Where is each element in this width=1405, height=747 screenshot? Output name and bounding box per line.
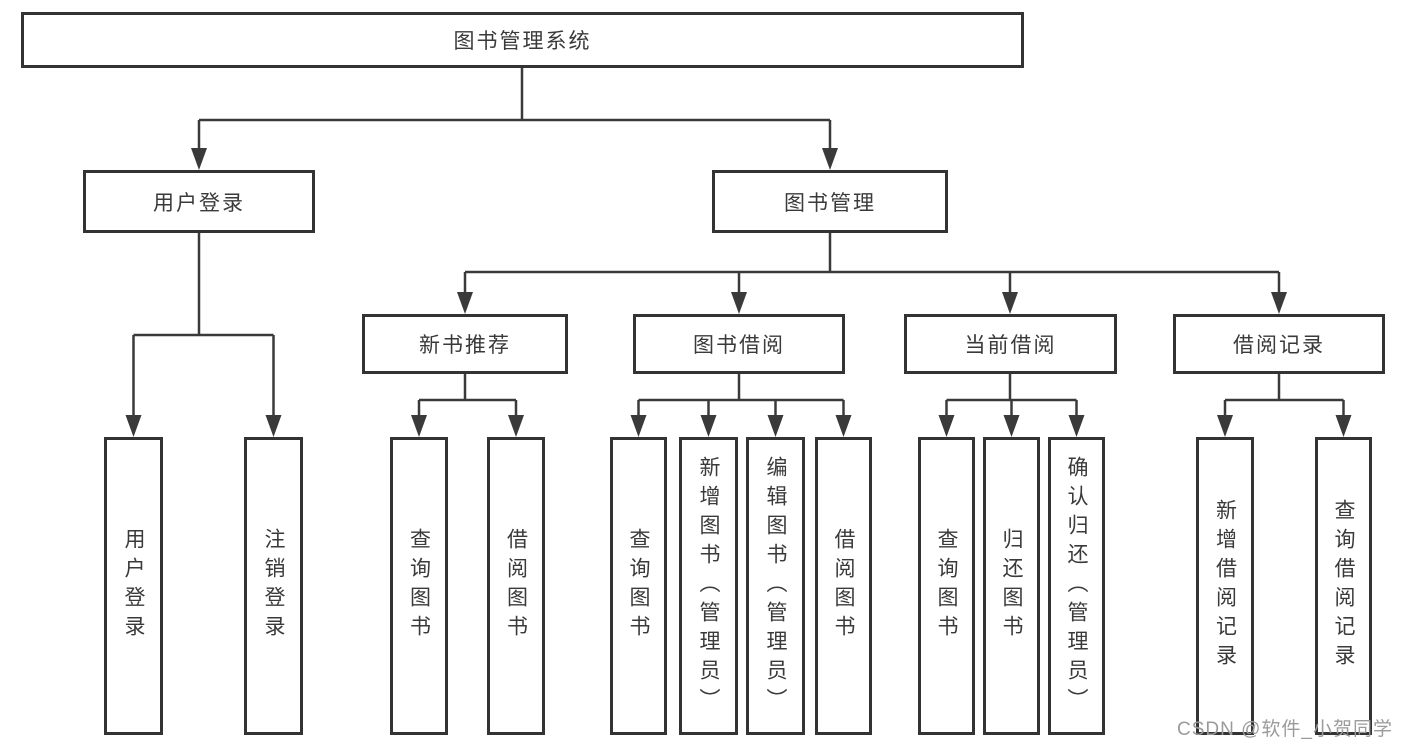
node-leaf-borrow-books-2: 借阅图书 [815,437,872,735]
node-label: 用户登录 [153,191,245,215]
node-leaf-query-books-2: 查询图书 [610,437,667,735]
node-book-management: 图书管理 [712,170,948,233]
node-label: 借阅图书 [832,528,855,644]
node-borrow-records: 借阅记录 [1173,314,1385,374]
node-label: 新增借阅记录 [1213,499,1237,673]
node-label: 图书借阅 [693,334,785,357]
csdn-watermark: CSDN @软件_小贺同学 [1177,719,1393,740]
node-label: 新增图书（管理员） [697,455,720,717]
node-leaf-return-books: 归还图书 [983,437,1040,735]
node-label: 当前借阅 [964,334,1057,357]
node-label: 编辑图书（管理员） [764,455,787,717]
node-label: 借阅记录 [1233,334,1325,357]
node-label: 新书推荐 [419,334,511,357]
node-label: 归还图书 [1000,528,1023,644]
node-user-login: 用户登录 [83,170,315,233]
node-leaf-add-books-admin: 新增图书（管理员） [679,437,738,735]
node-leaf-edit-books-admin: 编辑图书（管理员） [746,437,805,735]
node-leaf-borrow-books-1: 借阅图书 [487,437,545,735]
node-leaf-confirm-return-admin: 确认归还（管理员） [1048,437,1105,735]
node-current-borrow: 当前借阅 [904,314,1117,374]
node-label: 查询图书 [407,528,431,644]
node-label: 用户登录 [122,528,145,644]
node-label: 注销登录 [262,528,285,644]
node-label: 图书管理系统 [453,30,592,53]
node-leaf-logout: 注销登录 [244,437,303,735]
node-new-book-recommend: 新书推荐 [362,314,568,374]
node-label: 确认归还（管理员） [1065,455,1088,717]
node-library-system: 图书管理系统 [21,12,1024,68]
node-label: 查询借阅记录 [1332,499,1355,673]
node-book-borrow: 图书借阅 [633,314,845,374]
node-label: 借阅图书 [504,528,528,644]
node-label: 查询图书 [935,528,958,644]
node-leaf-query-books-1: 查询图书 [390,437,448,735]
node-label: 查询图书 [627,528,650,644]
node-leaf-add-borrow-record: 新增借阅记录 [1196,437,1254,735]
node-leaf-user-login: 用户登录 [104,437,163,735]
node-label: 图书管理 [784,191,876,215]
node-leaf-query-borrow-record: 查询借阅记录 [1315,437,1372,735]
node-leaf-query-books-3: 查询图书 [918,437,975,735]
